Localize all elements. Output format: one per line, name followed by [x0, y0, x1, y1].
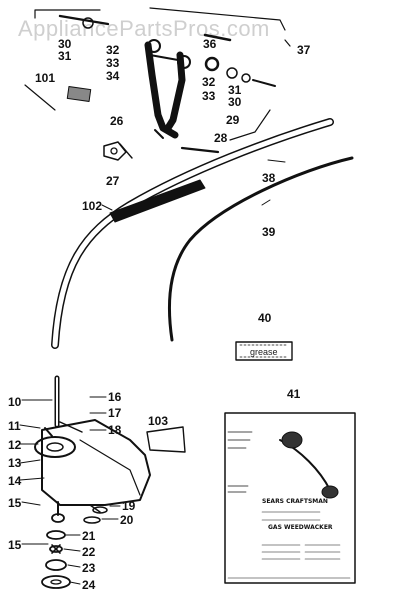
grease-label-text: grease [250, 347, 278, 357]
callout-26: 26 [110, 114, 124, 128]
callout-23: 23 [82, 561, 96, 575]
washer-23 [45, 559, 67, 571]
decal-102 [109, 179, 206, 223]
callout-28: 28 [214, 131, 228, 145]
handle-group-bracket [34, 9, 101, 19]
callout-17: 17 [108, 406, 122, 420]
handle-pivot [147, 39, 161, 53]
screw-11 [44, 427, 53, 437]
cup-22 [49, 545, 63, 553]
callout-34: 34 [106, 69, 120, 83]
callout-18: 18 [108, 423, 122, 437]
callout-13: 13 [8, 456, 22, 470]
callout-11: 11 [8, 419, 21, 433]
nut-right [241, 73, 251, 83]
guard-103 [146, 426, 186, 453]
callout-37: 37 [297, 43, 311, 57]
callout-22: 22 [82, 545, 96, 559]
callout-21: 21 [82, 529, 96, 543]
bolt-right [252, 79, 276, 87]
label-101 [66, 86, 92, 102]
manual-brand-line1: SEARS CRAFTSMAN [262, 498, 328, 505]
bearing-19 [92, 506, 108, 514]
callout-36: 36 [203, 37, 217, 51]
callout-31-right: 31 [228, 83, 242, 97]
gear-head-body [41, 419, 151, 506]
callout-32-top: 32 [106, 43, 120, 57]
callout-103: 103 [148, 414, 169, 428]
callout-41: 41 [287, 387, 301, 401]
callout-39: 39 [262, 225, 276, 239]
callout-15-upper: 15 [8, 496, 22, 510]
callout-27: 27 [106, 174, 120, 188]
trimmer-head-24 [41, 575, 71, 589]
callout-15-lower: 15 [8, 538, 22, 552]
callout-14: 14 [8, 474, 22, 488]
callout-30-top: 30 [58, 37, 72, 51]
callout-20: 20 [120, 513, 134, 527]
callout-10: 10 [8, 395, 22, 409]
callout-19: 19 [122, 499, 136, 513]
manual-brand-line2: GAS WEEDWACKER [268, 524, 333, 531]
nut-15b [51, 513, 65, 523]
callout-40: 40 [258, 311, 272, 325]
callout-33-top: 33 [106, 56, 120, 70]
screw-28 [180, 146, 220, 154]
flex-cable [167, 156, 354, 342]
washer-top-left [82, 17, 94, 29]
washer-right-1 [204, 56, 220, 72]
callout-29: 29 [226, 113, 240, 127]
callout-38: 38 [262, 171, 276, 185]
grease-packet [235, 341, 293, 361]
watermark: AppliancePartsPros.com [18, 16, 270, 41]
callout-12: 12 [8, 438, 22, 452]
callout-24: 24 [82, 578, 96, 592]
callout-30-right: 30 [228, 95, 242, 109]
callout-101: 101 [35, 71, 56, 85]
spacer-21 [46, 530, 66, 540]
callout-16: 16 [108, 390, 122, 404]
callout-31-top: 31 [58, 49, 72, 63]
callout-33-right: 33 [202, 89, 216, 103]
gear-housing-hub [34, 436, 76, 458]
owners-manual [224, 412, 356, 584]
callout-32-right: 32 [202, 75, 216, 89]
clamp-26 [103, 141, 127, 161]
washer-20 [83, 516, 101, 524]
callout-102: 102 [82, 199, 103, 213]
washer-right-2 [226, 67, 238, 79]
